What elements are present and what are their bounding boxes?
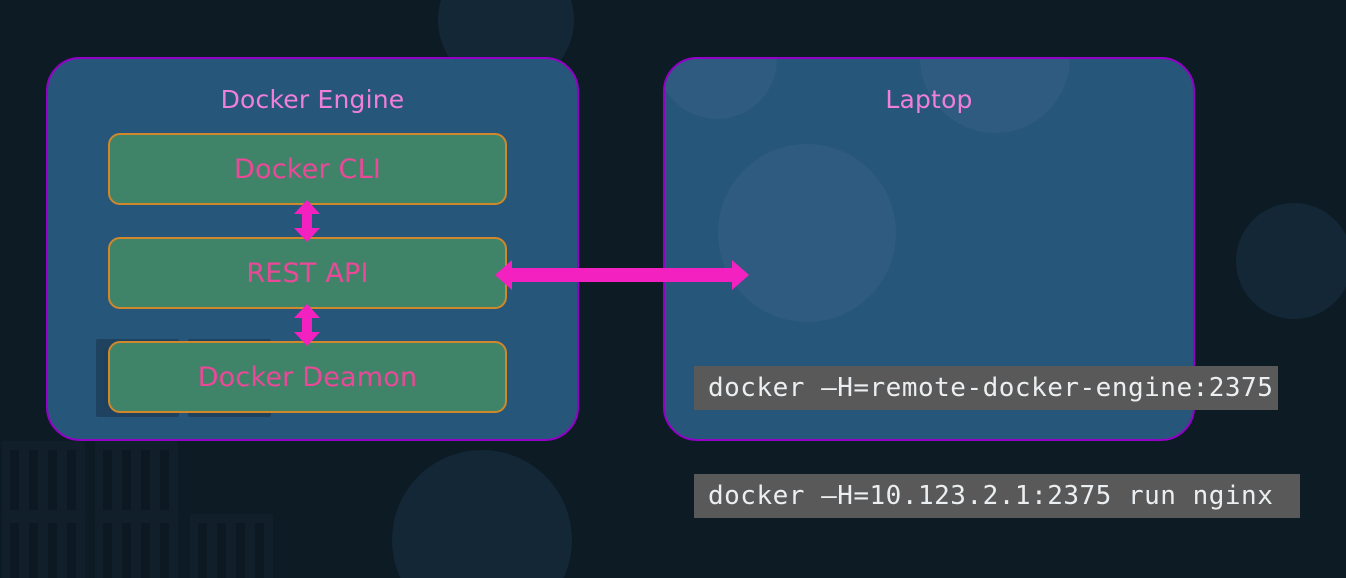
component-label-docker-deamon: Docker Deamon bbox=[197, 361, 418, 393]
component-box-rest-api[interactable]: REST API bbox=[108, 237, 507, 309]
background-container-glyph bbox=[2, 441, 85, 519]
background-container-glyph bbox=[2, 514, 85, 578]
background-container-glyph bbox=[95, 441, 178, 519]
background-circle-right bbox=[1236, 203, 1346, 319]
command-chip-remote-engine[interactable]: docker –H=remote-docker-engine:2375 bbox=[694, 366, 1278, 410]
component-box-docker-cli[interactable]: Docker CLI bbox=[108, 133, 507, 205]
background-container-glyph bbox=[95, 514, 178, 578]
background-container-glyph bbox=[190, 514, 273, 578]
panel-background-circle bbox=[718, 144, 896, 322]
component-label-rest-api: REST API bbox=[246, 257, 369, 289]
arrow-cli-to-rest-api bbox=[294, 200, 320, 242]
arrow-rest-api-to-docker-deamon bbox=[294, 304, 320, 346]
component-label-docker-cli: Docker CLI bbox=[234, 153, 381, 185]
panel-title-laptop: Laptop bbox=[885, 85, 973, 114]
arrow-rest-api-to-laptop bbox=[495, 260, 749, 290]
command-chip-run-nginx[interactable]: docker –H=10.123.2.1:2375 run nginx bbox=[694, 474, 1300, 518]
background-circle-bottom-center bbox=[392, 450, 572, 578]
component-box-docker-deamon[interactable]: Docker Deamon bbox=[108, 341, 507, 413]
panel-title-docker-engine: Docker Engine bbox=[220, 85, 405, 114]
